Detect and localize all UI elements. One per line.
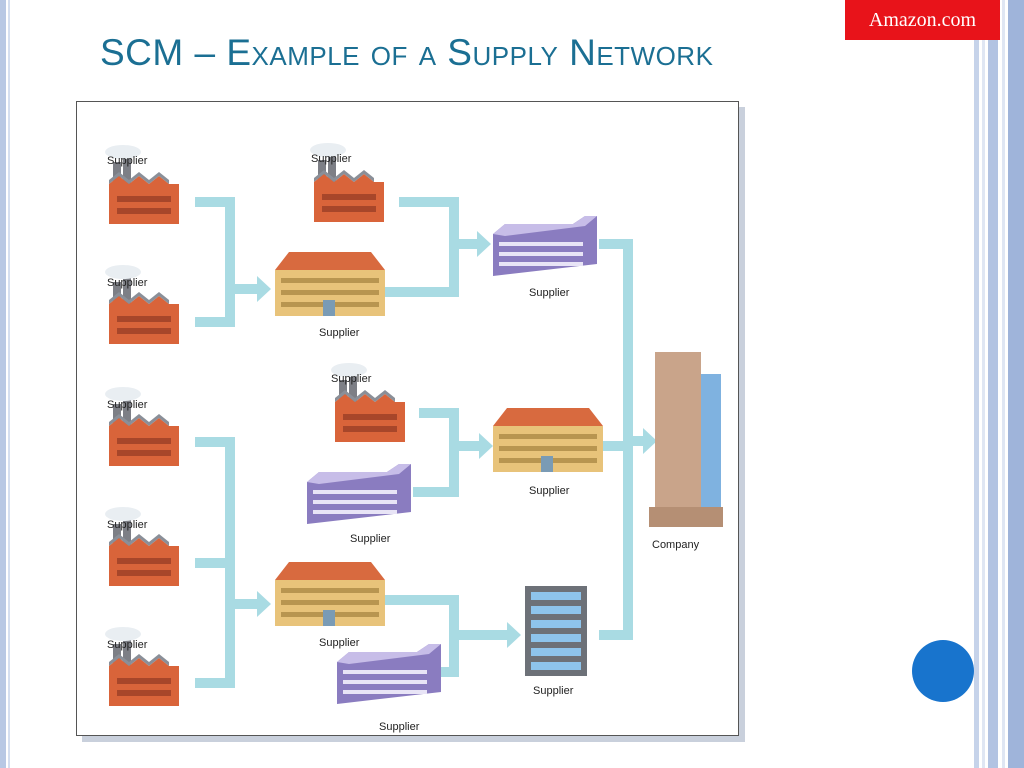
tier3-supplier-5: Supplier: [105, 627, 179, 706]
tier1-supplier-bottom-label: Supplier: [533, 685, 574, 697]
source-badge: Amazon.com: [845, 0, 1000, 40]
left-border: [0, 0, 6, 768]
company-label: Company: [652, 539, 700, 551]
right-decorative-stripes: [974, 0, 1024, 768]
title-prefix: SCM –: [100, 32, 227, 73]
tier2-supplier-bottom-warehouse-label: Supplier: [319, 637, 360, 649]
tier2-supplier-mid-office: Supplier: [307, 464, 411, 545]
supply-network-diagram: Supplier Supplier Supplier Supplier Supp…: [76, 101, 739, 736]
tier3-supplier-2-label: Supplier: [107, 277, 148, 289]
slide-title: SCM – Example of a Supply Network: [100, 32, 713, 74]
tier3-supplier-2: Supplier: [105, 265, 179, 344]
tier3-supplier-5-label: Supplier: [107, 639, 148, 651]
tier3-supplier-1: Supplier: [105, 145, 179, 224]
tier2-supplier-top-warehouse: Supplier: [275, 252, 385, 339]
tier3-supplier-1-label: Supplier: [107, 155, 148, 167]
company-headquarters: Company: [649, 352, 723, 551]
tier1-supplier-bottom: Supplier: [525, 586, 587, 697]
tier2-supplier-top-warehouse-label: Supplier: [319, 327, 360, 339]
tier1-supplier-mid-label: Supplier: [529, 485, 570, 497]
tier3-supplier-3: Supplier: [105, 387, 179, 466]
left-border-inner: [8, 0, 10, 768]
flow-arrows: [195, 197, 657, 688]
tier2-supplier-top-factory-label: Supplier: [311, 153, 352, 165]
tier2-supplier-bottom-office-label: Supplier: [379, 721, 420, 733]
tier2-supplier-mid-office-label: Supplier: [350, 533, 391, 545]
tier2-supplier-mid-factory: Supplier: [331, 363, 405, 442]
tier2-supplier-bottom-office: Supplier: [337, 644, 441, 733]
decorative-circle: [912, 640, 974, 702]
tier2-supplier-top-factory: Supplier: [310, 143, 384, 222]
title-rest: Example of a Supply Network: [226, 32, 714, 73]
diagram-canvas: Supplier Supplier Supplier Supplier Supp…: [105, 143, 723, 733]
tier3-supplier-4-label: Supplier: [107, 519, 148, 531]
tier1-supplier-mid: Supplier: [493, 408, 603, 497]
tier2-supplier-bottom-warehouse: Supplier: [275, 562, 385, 649]
tier2-supplier-mid-factory-label: Supplier: [331, 373, 372, 385]
tier3-supplier-4: Supplier: [105, 507, 179, 586]
tier3-supplier-3-label: Supplier: [107, 399, 148, 411]
tier1-supplier-top: Supplier: [493, 216, 597, 299]
tier1-supplier-top-label: Supplier: [529, 287, 570, 299]
